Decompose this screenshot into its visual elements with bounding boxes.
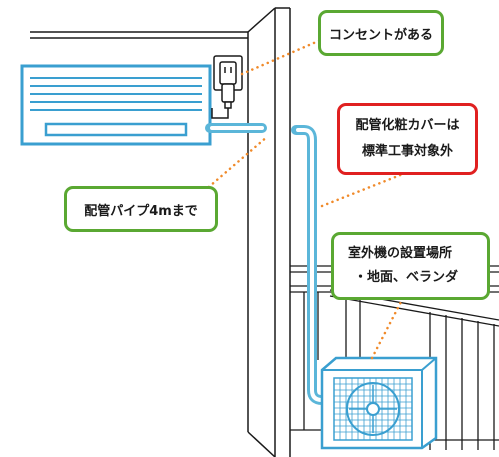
outdoor-location-line2: ・地面、ベランダ — [354, 270, 459, 285]
wall-pillar — [247, 7, 291, 457]
outdoor-location-line1: 室外機の設置場所 — [348, 246, 453, 261]
power-plug-icon — [211, 83, 235, 119]
pipe-cover-line1: 配管化粧カバーは — [355, 118, 460, 133]
refrigerant-pipe-inner — [210, 126, 330, 402]
pipe-length-callout: 配管パイプ4mまで — [64, 186, 218, 232]
leader-cover — [320, 170, 410, 208]
pipe-cover-callout: 配管化粧カバーは 標準工事対象外 — [337, 103, 478, 175]
pipe-length-callout-text: 配管パイプ4mまで — [84, 203, 198, 219]
pipe-cover-line2: 標準工事対象外 — [361, 144, 453, 159]
outdoor-ac-unit — [320, 356, 438, 450]
outlet-callout-text: コンセントがある — [328, 27, 433, 43]
indoor-ac-unit — [20, 64, 212, 146]
outdoor-location-callout: 室外機の設置場所 ・地面、ベランダ — [331, 232, 490, 300]
balcony-railing — [290, 265, 499, 450]
leader-outlet — [240, 34, 332, 76]
leader-unit — [370, 298, 404, 360]
room-ceiling — [30, 31, 248, 39]
outlet-callout: コンセントがある — [318, 10, 444, 56]
